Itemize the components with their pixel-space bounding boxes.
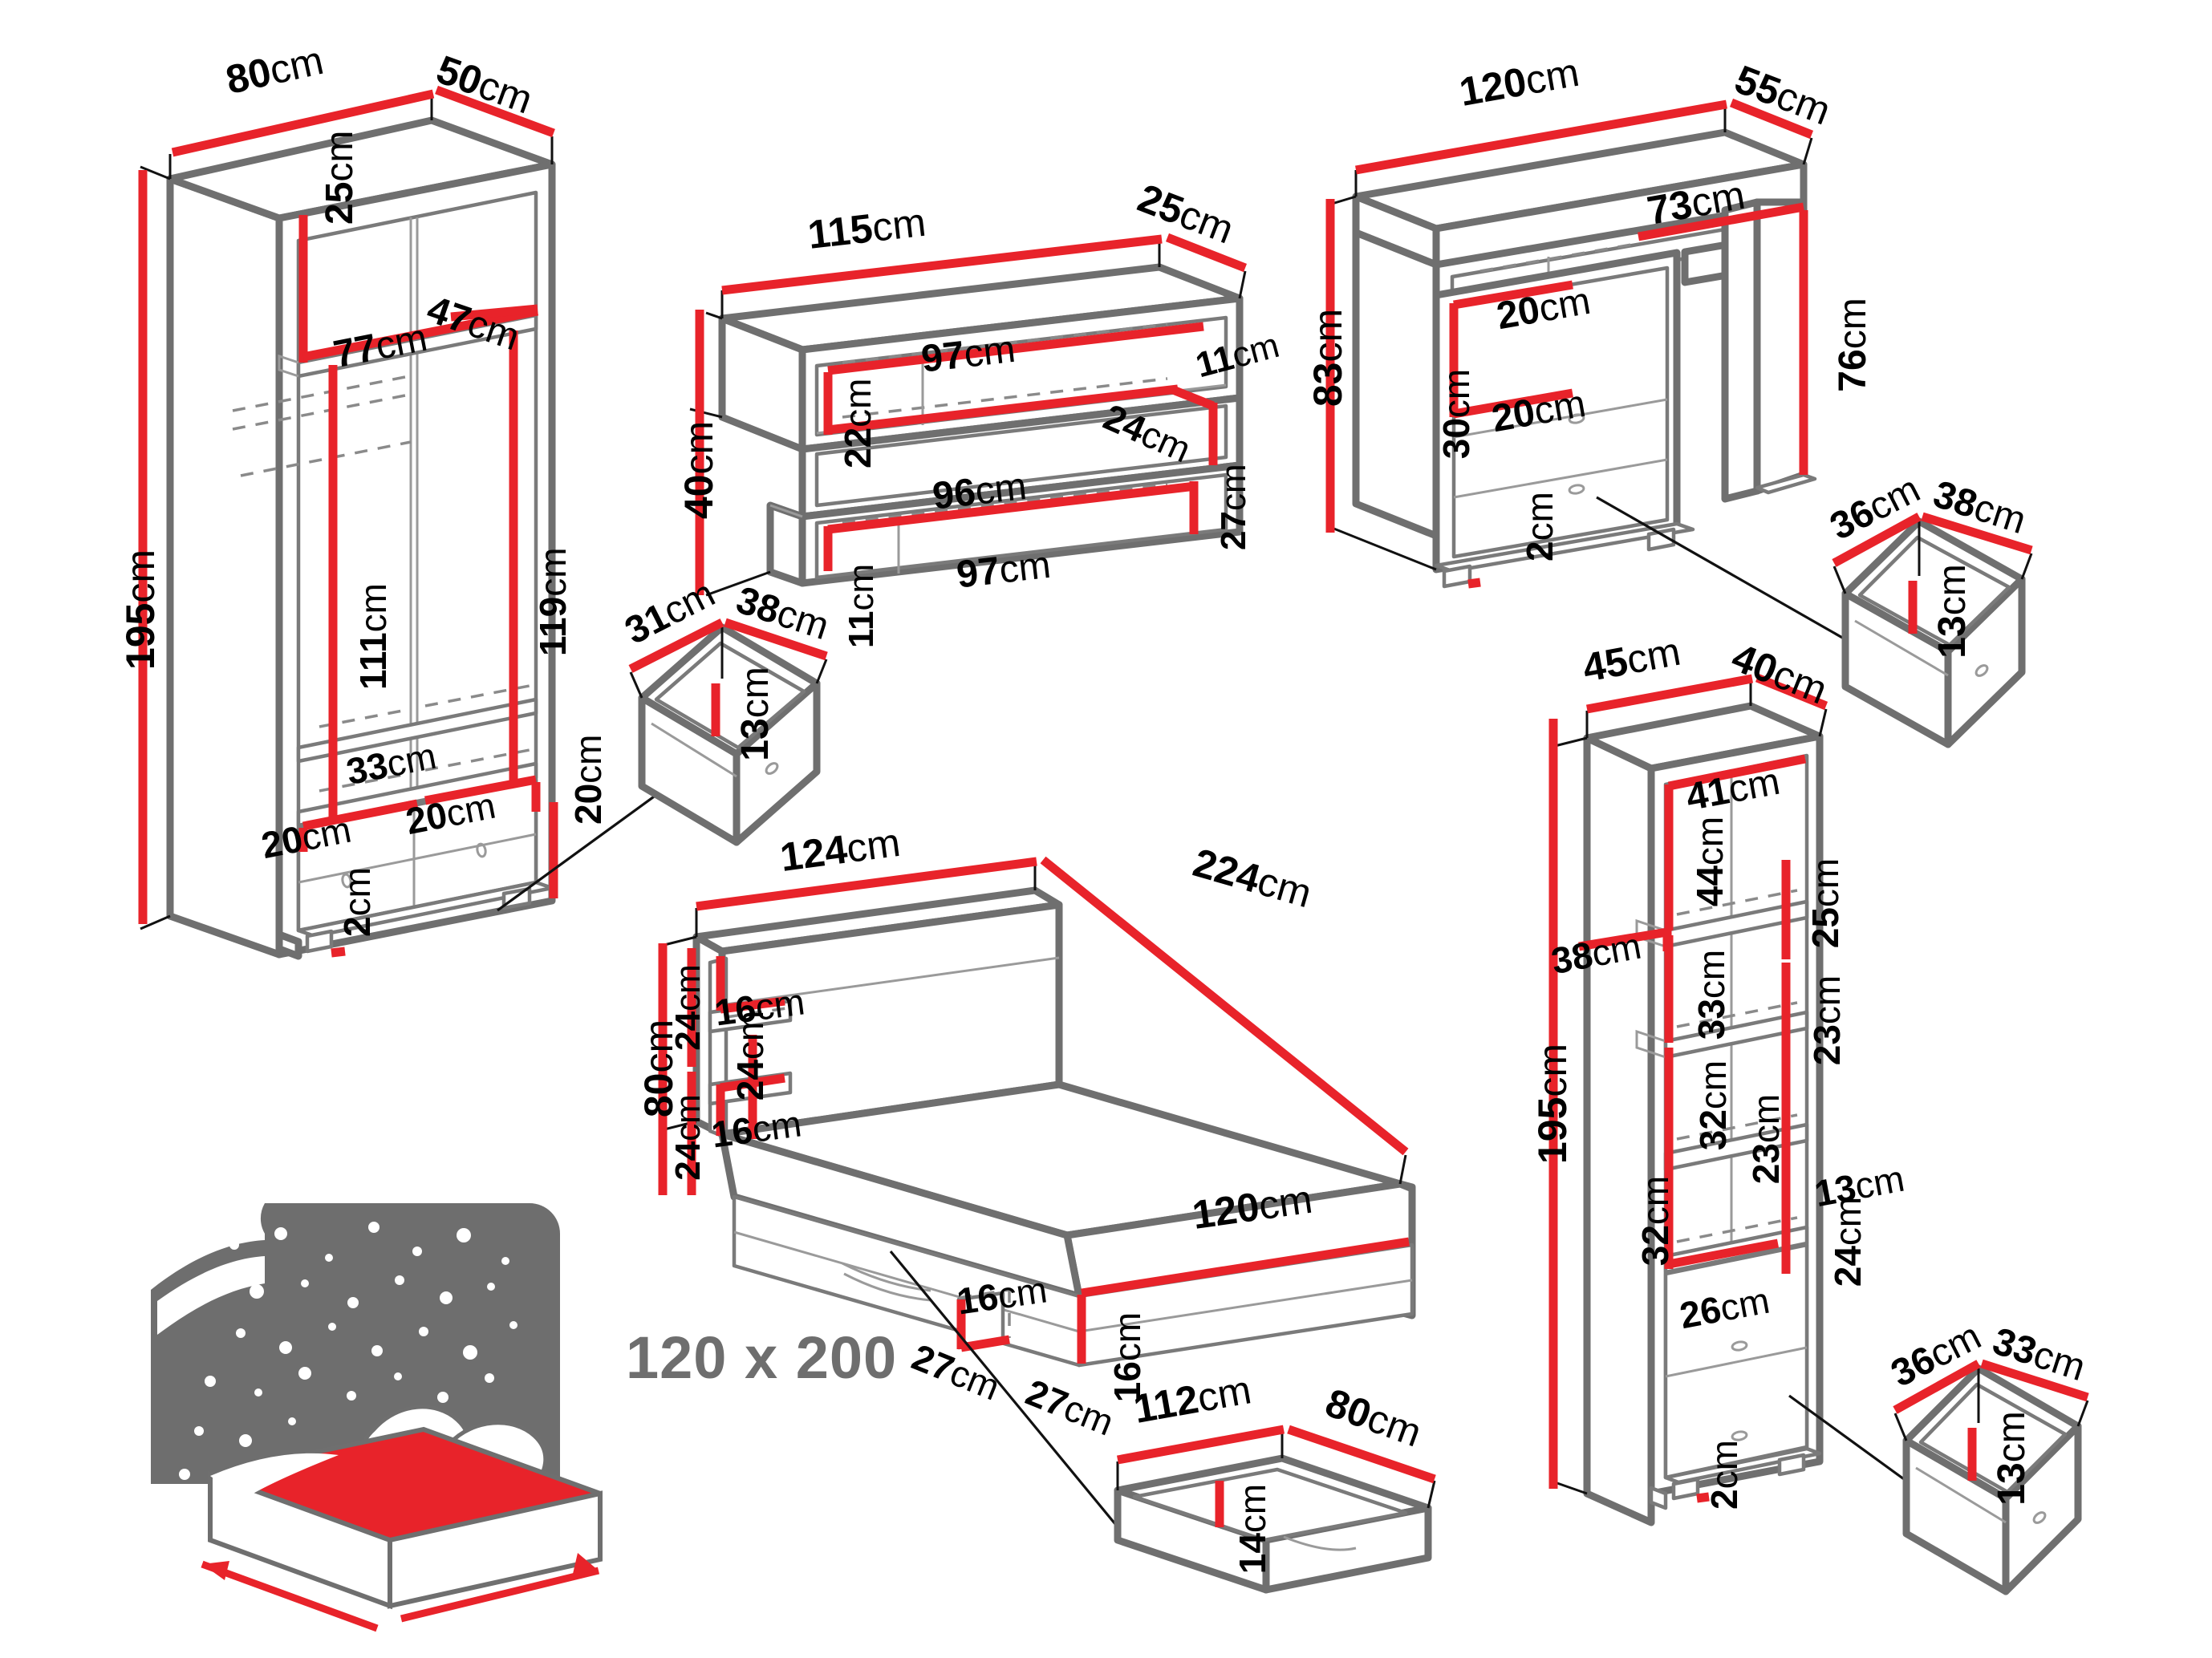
wardrobe-drawing xyxy=(138,85,719,960)
desk-drawing xyxy=(1325,98,1878,659)
bed-drawing xyxy=(658,856,1416,1526)
mattress-size-label: 120 x 200 xyxy=(626,1324,898,1391)
tv-unit-drawing xyxy=(689,233,1248,597)
bookcase-drawing xyxy=(1548,673,1949,1526)
mattress-icon-drawing xyxy=(151,1203,603,1632)
bed-drawer-drawing xyxy=(1114,1425,1436,1594)
drawer-36-33-drawing xyxy=(1893,1359,2089,1595)
drawer-36-38-drawing xyxy=(1832,512,2033,748)
drawer-31-38-drawing xyxy=(628,618,828,846)
